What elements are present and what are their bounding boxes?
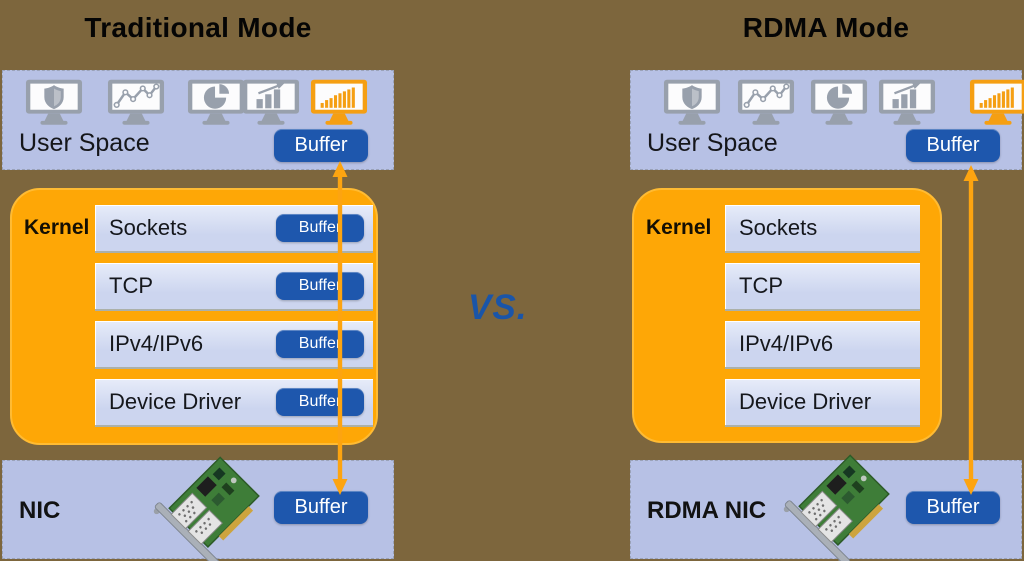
- kernel-layer-row: Sockets: [725, 205, 920, 253]
- pie-chart-monitor-icon: [810, 79, 868, 125]
- traditional-mode-column: Traditional Mode User Space Buffer Kerne…: [2, 0, 394, 561]
- user-space-buffer-badge: Buffer: [274, 129, 368, 162]
- active-bar-chart-monitor-icon: [310, 79, 368, 125]
- kernel-layer-row: Device Driver: [725, 379, 920, 427]
- rdma-mode-title: RDMA Mode: [742, 12, 910, 43]
- layer-label: Sockets: [739, 215, 818, 240]
- layer-label: Sockets: [109, 215, 188, 240]
- kernel-layer-row: TCP: [725, 263, 920, 311]
- user-space-buffer-badge: Buffer: [906, 129, 1000, 162]
- line-chart-monitor-icon: [107, 79, 165, 125]
- layer-label: IPv4/IPv6: [109, 331, 204, 356]
- kernel-layer-list: Sockets TCP IPv4/IPv6 Device Driver: [725, 205, 920, 427]
- nic-card-icon: [150, 448, 274, 561]
- user-space-label: User Space: [19, 129, 150, 157]
- kernel-box: Kernel Sockets Buffer TCP Buffer IPv4/IP…: [10, 188, 378, 445]
- bar-chart-arrow-monitor-icon: [242, 79, 300, 125]
- user-space-label: User Space: [647, 129, 778, 157]
- kernel-layer-row: Sockets Buffer: [95, 205, 373, 253]
- user-space-panel: User Space Buffer: [630, 70, 1024, 170]
- tcp-buffer-badge: Buffer: [276, 272, 364, 300]
- layer-label: TCP: [109, 273, 153, 298]
- layer-label: Device Driver: [739, 389, 872, 414]
- kernel-layer-list: Sockets Buffer TCP Buffer IPv4/IPv6 Buff…: [95, 205, 373, 427]
- kernel-label: Kernel: [646, 216, 712, 239]
- data-path-arrow-right: [963, 165, 979, 495]
- sockets-buffer-badge: Buffer: [276, 214, 364, 242]
- layer-label: Device Driver: [109, 389, 242, 414]
- kernel-layer-row: IPv4/IPv6: [725, 321, 920, 369]
- line-chart-monitor-icon: [737, 79, 795, 125]
- traditional-mode-title: Traditional Mode: [84, 12, 312, 43]
- kernel-label: Kernel: [24, 216, 90, 239]
- kernel-layer-row: TCP Buffer: [95, 263, 373, 311]
- ip-buffer-badge: Buffer: [276, 330, 364, 358]
- kernel-box: Kernel Sockets TCP IPv4/IPv6 Device Driv…: [632, 188, 942, 443]
- shield-monitor-icon: [663, 79, 721, 125]
- active-bar-chart-monitor-icon: [969, 79, 1024, 125]
- rdma-mode-column: RDMA Mode User Space Buffer Kernel Socke…: [630, 0, 1024, 561]
- pie-chart-monitor-icon: [187, 79, 245, 125]
- kernel-layer-row: IPv4/IPv6 Buffer: [95, 321, 373, 369]
- data-path-arrow-left: [331, 161, 349, 495]
- driver-buffer-badge: Buffer: [276, 388, 364, 416]
- layer-label: TCP: [739, 273, 783, 298]
- bar-chart-arrow-monitor-icon: [878, 79, 936, 125]
- kernel-layer-row: Device Driver Buffer: [95, 379, 373, 427]
- nic-label: NIC: [19, 497, 61, 524]
- nic-card-icon: [780, 446, 904, 561]
- nic-buffer-badge: Buffer: [274, 491, 368, 524]
- vs-label: VS.: [468, 288, 528, 327]
- rdma-nic-label: RDMA NIC: [647, 497, 767, 524]
- nic-buffer-badge: Buffer: [906, 491, 1000, 524]
- user-space-panel: User Space Buffer: [2, 70, 394, 170]
- shield-monitor-icon: [25, 79, 83, 125]
- nic-panel: NIC Buffer: [2, 448, 394, 561]
- rdma-nic-panel: RDMA NIC Buffer: [630, 446, 1022, 561]
- layer-label: IPv4/IPv6: [739, 331, 834, 356]
